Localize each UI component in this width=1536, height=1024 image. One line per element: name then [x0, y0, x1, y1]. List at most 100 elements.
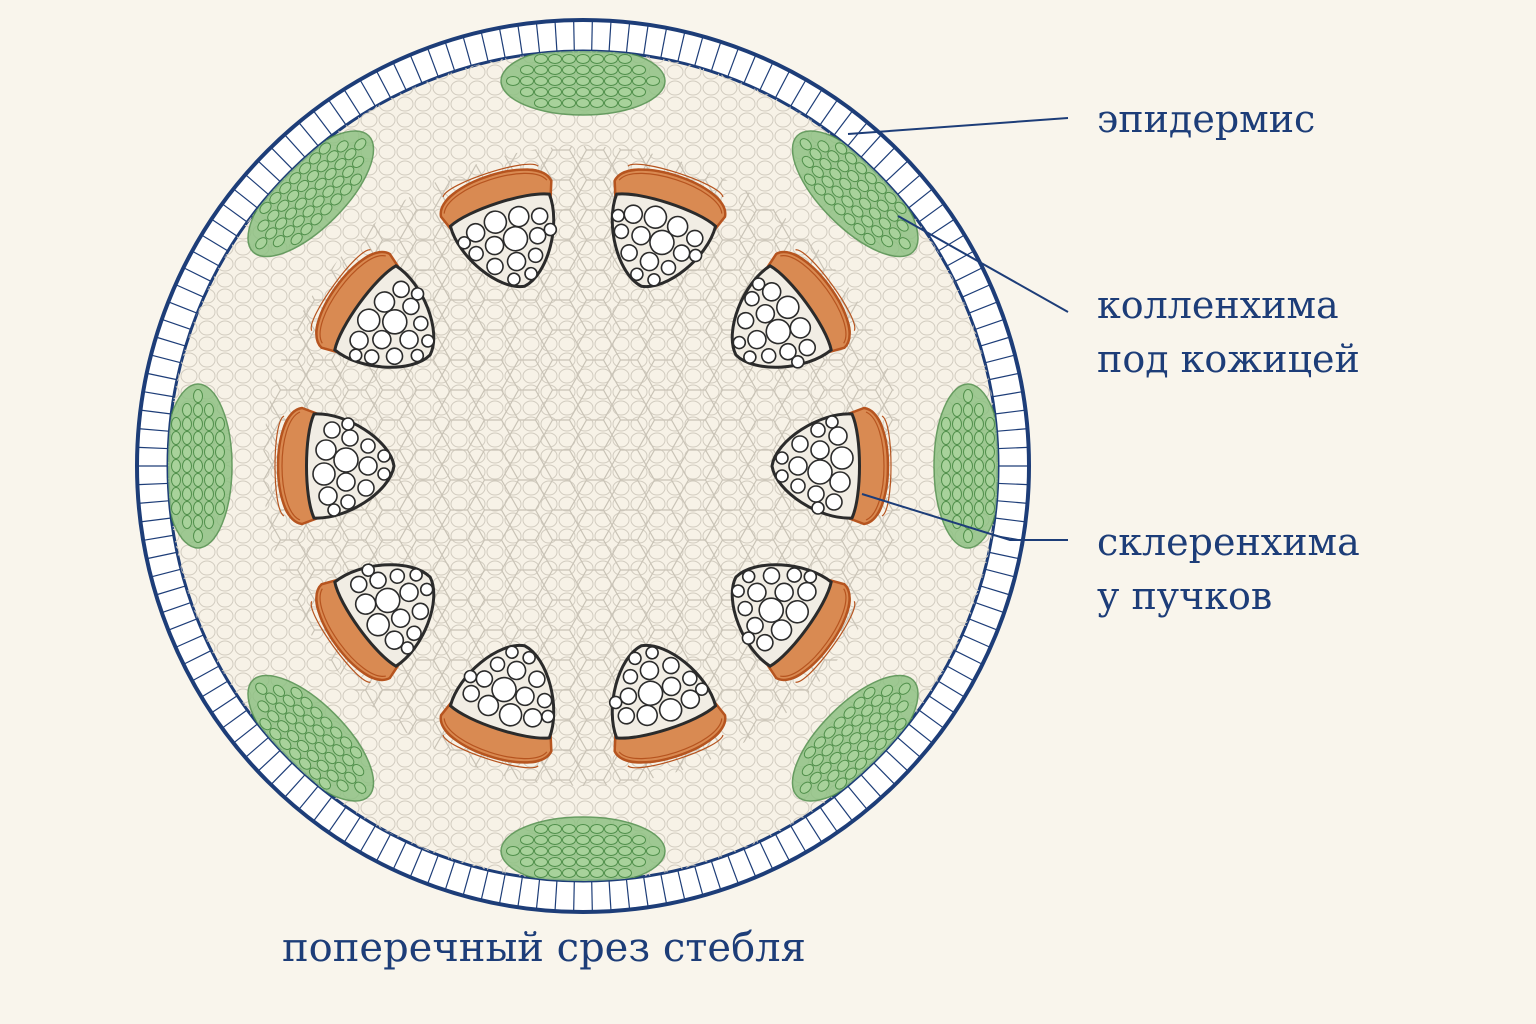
- vascular-cell: [662, 656, 680, 675]
- collenchyma-cell: [952, 431, 962, 445]
- collenchyma-cell: [829, 167, 842, 181]
- vascular-cell: [785, 599, 810, 624]
- collenchyma-cell: [548, 868, 562, 878]
- epidermis-cell-wall: [989, 551, 1019, 560]
- collenchyma-cell: [296, 739, 310, 753]
- vascular-cell: [747, 329, 767, 350]
- sclerenchyma-layer: [780, 255, 847, 344]
- epidermis-cell-wall: [885, 750, 908, 772]
- epidermis-cell-wall: [995, 517, 1025, 523]
- collenchyma-cell: [215, 417, 225, 431]
- vascular-cell: [825, 493, 843, 511]
- collenchyma-cell: [193, 445, 203, 459]
- epidermis-cell-wall: [819, 807, 838, 832]
- collenchyma-cell: [204, 459, 214, 473]
- collenchyma-cell: [963, 403, 973, 417]
- vascular-cell: [803, 569, 818, 584]
- collenchyma-cell: [604, 857, 618, 867]
- sclerenchyma-layer: [443, 718, 548, 760]
- vascular-cell: [807, 459, 833, 485]
- vascular-cell: [381, 309, 408, 335]
- leader-sclerenchyma: [861, 493, 1068, 541]
- collenchyma-cell: [856, 739, 870, 753]
- collenchyma-cell: [864, 747, 877, 760]
- collenchyma-cell: [974, 403, 984, 417]
- collenchyma-cell: [193, 431, 203, 445]
- epidermis-cell-wall: [233, 723, 258, 743]
- epidermis-cell-wall: [359, 80, 376, 107]
- vascular-cell: [761, 282, 782, 302]
- epidermis-cell-wall: [694, 866, 704, 895]
- collenchyma-strand: [500, 51, 666, 116]
- collenchyma-cell: [821, 175, 834, 188]
- collenchyma-cell: [632, 835, 646, 845]
- collenchyma-cell: [204, 501, 214, 515]
- vascular-cell: [349, 575, 368, 594]
- epidermis-cell-wall: [660, 28, 667, 58]
- collenchyma-cell: [827, 150, 840, 163]
- collenchyma-cell: [819, 761, 832, 775]
- vascular-cell: [483, 210, 508, 234]
- collenchyma-cell: [618, 87, 632, 97]
- epidermis-cell-wall: [573, 21, 575, 51]
- epidermis-cell-wall: [677, 32, 686, 62]
- collenchyma-cell: [803, 173, 817, 186]
- collenchyma-cell: [171, 473, 181, 487]
- vascular-cell: [680, 689, 701, 710]
- collenchyma-cell: [604, 835, 618, 845]
- vascular-bundle: [770, 406, 892, 526]
- collenchyma-cell: [941, 473, 951, 487]
- label-sclerenchyma-line-2: у пучков: [1097, 574, 1273, 618]
- vascular-cell: [341, 429, 359, 447]
- collenchyma-cell: [320, 203, 333, 216]
- collenchyma-cell: [851, 714, 864, 727]
- vascular-cell: [744, 290, 760, 307]
- collenchyma-cell: [284, 207, 298, 220]
- label-collenchyma-line-1: колленхима: [1097, 283, 1339, 327]
- collenchyma-cell: [590, 54, 604, 64]
- vascular-cell: [377, 467, 391, 481]
- collenchyma-cell: [590, 98, 604, 108]
- collenchyma-cell: [861, 704, 874, 717]
- vascular-cell: [731, 584, 745, 598]
- vascular-cell: [694, 682, 709, 697]
- epidermis-cell-wall: [462, 866, 472, 895]
- sclerenchyma-layer: [787, 594, 851, 680]
- collenchyma-cell: [864, 172, 877, 185]
- epidermis-cell-wall: [962, 284, 990, 298]
- collenchyma-cell: [898, 682, 911, 695]
- collenchyma-cell: [811, 754, 824, 767]
- epidermis-cell-wall: [969, 618, 997, 631]
- collenchyma-cell: [985, 487, 995, 501]
- collenchyma-cell: [215, 487, 225, 501]
- collenchyma-cell: [841, 724, 854, 737]
- epidermis-cell-wall: [834, 111, 853, 136]
- collenchyma-cell: [302, 714, 315, 727]
- collenchyma-cell: [193, 459, 203, 473]
- vascular-cell: [315, 439, 337, 461]
- epidermis-cell-wall: [147, 551, 177, 560]
- collenchyma-cell: [548, 824, 562, 834]
- collenchyma-cell: [898, 237, 911, 250]
- epidermis-cell-wall: [517, 25, 523, 55]
- epidermis-cell-wall: [660, 874, 667, 904]
- collenchyma-cell: [849, 187, 862, 200]
- vascular-cell: [788, 456, 808, 476]
- collenchyma-cell: [809, 148, 822, 161]
- collenchyma-cell: [590, 65, 604, 75]
- leader-lines: [847, 117, 1069, 541]
- collenchyma-cell: [272, 684, 286, 697]
- collenchyma-cell: [618, 857, 632, 867]
- vascular-cell: [389, 568, 406, 584]
- vascular-cell: [790, 478, 806, 494]
- collenchyma-cell: [562, 824, 576, 834]
- vascular-cell: [775, 451, 789, 465]
- vascular-bundle: [439, 643, 556, 769]
- vascular-cell: [421, 334, 435, 348]
- collenchyma-cell: [833, 716, 846, 729]
- vascular-cell: [643, 205, 668, 230]
- epidermis-cell-wall: [897, 737, 921, 758]
- vascular-cell: [776, 295, 800, 320]
- vascular-cell: [736, 311, 755, 330]
- vascular-cell: [506, 251, 527, 272]
